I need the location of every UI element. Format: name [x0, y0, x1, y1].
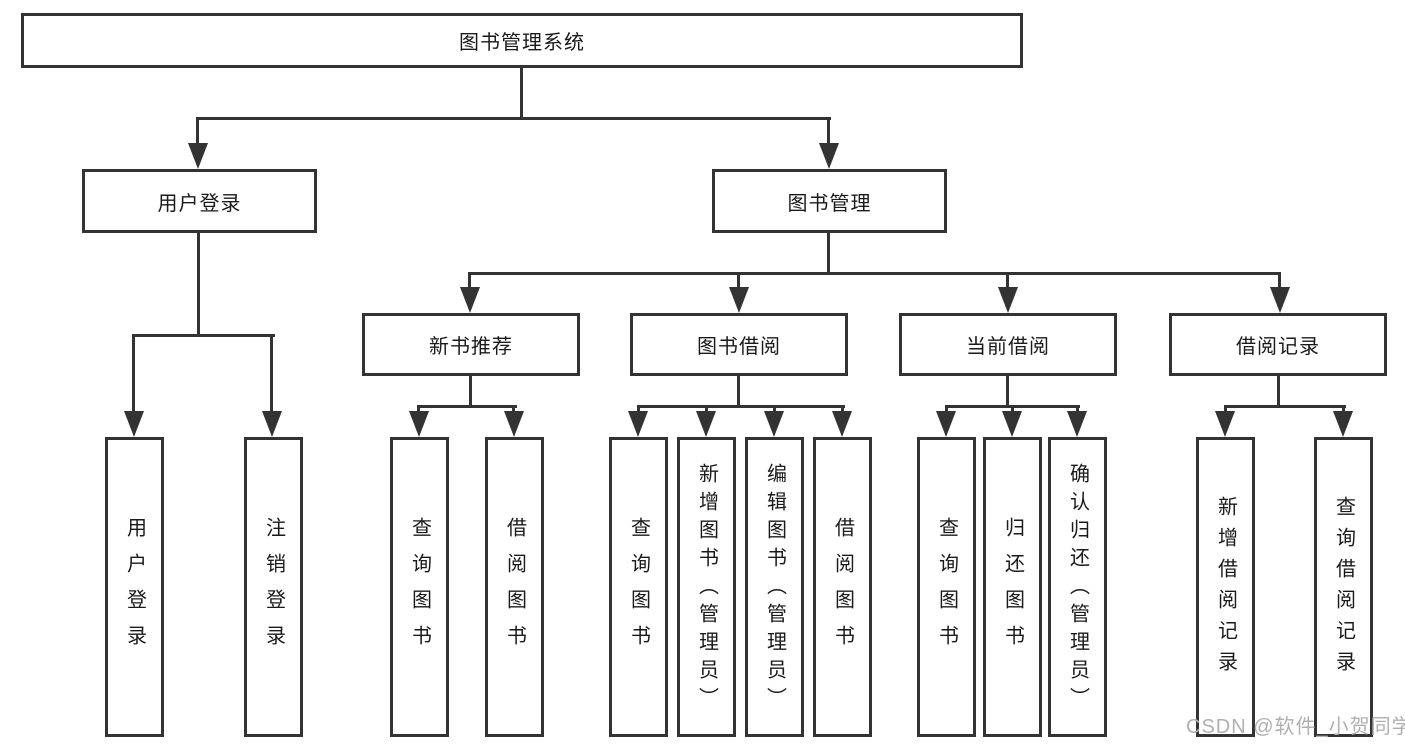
connector-bb-arm-2 [705, 405, 708, 415]
arrowhead-leaf-user-login [124, 411, 144, 437]
arrowhead-cur-query [936, 411, 956, 437]
connector-userlogin-arm-left [132, 334, 135, 414]
node-book-mgmt: 图书管理 [712, 169, 947, 233]
arrowhead-rec-borrow [504, 411, 524, 437]
connector-bb-bus [637, 405, 845, 408]
leaf-rec-query-books: 查询图书 [390, 437, 449, 737]
connector-root-stem [520, 66, 523, 120]
connector-rec-arm-2 [512, 405, 515, 415]
arrowhead-borrow-records [1270, 287, 1290, 313]
connector-root-arm-right [827, 117, 830, 147]
node-root: 图书管理系统 [21, 13, 1023, 68]
arrowhead-record-add [1215, 411, 1235, 437]
connector-bookmgmt-arm-3 [1006, 272, 1009, 290]
arrowhead-cur-confirm [1067, 411, 1087, 437]
arrowhead-book-mgmt [819, 143, 839, 169]
connector-bb-arm-3 [773, 405, 776, 415]
connector-bookmgmt-arm-4 [1278, 272, 1281, 290]
leaf-logout: 注销登录 [244, 437, 303, 737]
arrowhead-record-query [1333, 411, 1353, 437]
node-user-login: 用户登录 [82, 169, 317, 233]
arrowhead-book-borrow [729, 287, 749, 313]
connector-bookmgmt-stem [827, 231, 830, 275]
arrowhead-rec-query [409, 411, 429, 437]
leaf-cur-query-books: 查询图书 [917, 437, 976, 737]
arrowhead-bb-query [628, 411, 648, 437]
connector-record-bus [1224, 405, 1346, 408]
node-borrow-records: 借阅记录 [1169, 313, 1387, 376]
connector-rec-arm-1 [417, 405, 420, 415]
arrowhead-current-borrow [998, 287, 1018, 313]
leaf-cur-return-books: 归还图书 [983, 437, 1042, 737]
leaf-rec-borrow-books: 借阅图书 [485, 437, 544, 737]
connector-root-bus [196, 117, 831, 120]
node-new-book-rec: 新书推荐 [362, 313, 580, 376]
leaf-user-login: 用户登录 [105, 437, 164, 737]
leaf-cur-confirm-return-admin: 确认归还（管理员） [1048, 437, 1107, 737]
connector-bookmgmt-arm-1 [468, 272, 471, 290]
connector-bb-arm-1 [637, 405, 640, 415]
connector-cur-stem [1006, 374, 1009, 408]
connector-record-arm-1 [1224, 405, 1227, 415]
node-current-borrow: 当前借阅 [899, 313, 1117, 376]
leaf-bb-borrow-books: 借阅图书 [813, 437, 872, 737]
connector-rec-stem [469, 374, 472, 408]
connector-root-arm-left [196, 117, 199, 147]
connector-bb-arm-4 [841, 405, 844, 415]
arrowhead-cur-return [1002, 411, 1022, 437]
leaf-bb-edit-books-admin: 编辑图书（管理员） [745, 437, 804, 737]
connector-cur-arm-1 [945, 405, 948, 415]
connector-record-stem [1277, 374, 1280, 408]
connector-rec-bus [417, 405, 517, 408]
node-book-borrow: 图书借阅 [630, 313, 848, 376]
arrowhead-leaf-logout [262, 411, 282, 437]
leaf-record-add: 新增借阅记录 [1196, 437, 1255, 737]
connector-cur-arm-2 [1011, 405, 1014, 415]
watermark-text: CSDN @软件_小贺同学 [1186, 716, 1405, 738]
connector-bookmgmt-arm-2 [737, 272, 740, 290]
leaf-bb-query-books: 查询图书 [609, 437, 668, 737]
leaf-bb-add-books-admin: 新增图书（管理员） [677, 437, 736, 737]
arrowhead-user-login [188, 143, 208, 169]
connector-bookmgmt-bus [468, 272, 1281, 275]
connector-userlogin-stem [197, 231, 200, 336]
leaf-record-query: 查询借阅记录 [1314, 437, 1373, 737]
connector-cur-arm-3 [1076, 405, 1079, 415]
connector-record-arm-2 [1342, 405, 1345, 415]
arrowhead-new-book-rec [460, 287, 480, 313]
connector-userlogin-arm-right [270, 334, 273, 414]
connector-bb-stem [737, 374, 740, 408]
arrowhead-bb-edit [764, 411, 784, 437]
arrowhead-bb-borrow [832, 411, 852, 437]
arrowhead-bb-add [696, 411, 716, 437]
connector-userlogin-bus [132, 334, 275, 337]
